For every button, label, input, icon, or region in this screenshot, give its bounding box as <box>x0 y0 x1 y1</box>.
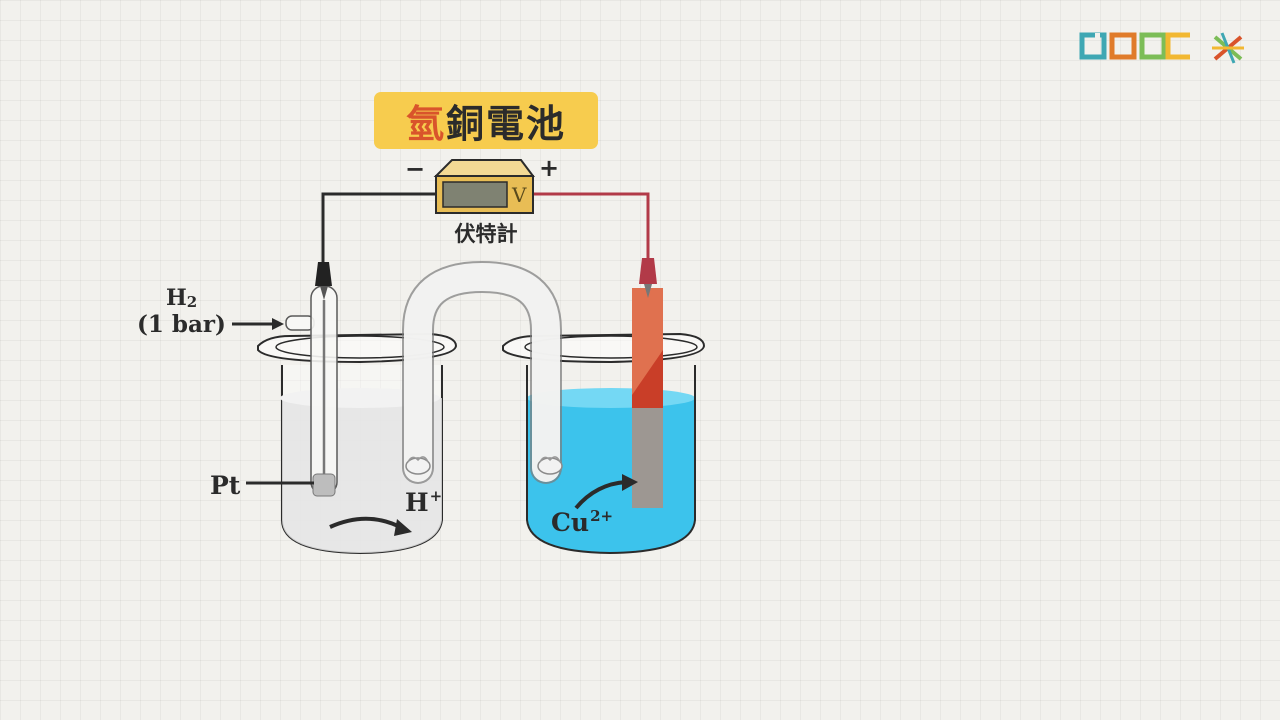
voltmeter-unit-symbol: V <box>512 183 527 207</box>
title-rest: 銅電池 <box>446 102 567 146</box>
pt-electrode-label: Pt <box>210 471 241 500</box>
h-ion-label: H+ <box>405 487 442 517</box>
positive-wire <box>533 192 650 258</box>
cell-title: 氫銅電池 <box>374 92 598 149</box>
positive-clip <box>639 258 657 298</box>
cu-ion-arrow <box>574 474 638 510</box>
cooc-logo <box>1079 32 1190 60</box>
negative-clip <box>315 262 332 300</box>
cu-ion-label: Cu2+ <box>551 507 613 537</box>
copper-electrode <box>632 288 663 508</box>
h-ion-charge: + <box>429 487 443 505</box>
voltmeter-label: 伏特計 <box>454 222 518 246</box>
h2-pressure-label: (1 bar) <box>137 311 226 338</box>
title-accent-char: 氫 <box>405 102 446 146</box>
h2-symbol: H <box>166 285 187 311</box>
voltmeter <box>433 159 535 214</box>
h2-inlet-arrow <box>232 318 284 330</box>
h-ion-arrow <box>329 516 412 536</box>
negative-wire <box>321 192 436 262</box>
pinwheel-icon <box>1212 32 1244 64</box>
cu-ion-charge: 2+ <box>590 507 614 525</box>
h2-gas-label: H2 <box>166 285 197 311</box>
hydrogen-electrode <box>285 285 338 497</box>
positive-terminal-sign: + <box>539 154 560 182</box>
h-ion-symbol: H <box>405 488 429 517</box>
cu-ion-symbol: Cu <box>551 508 590 537</box>
salt-bridge <box>402 260 563 484</box>
negative-terminal-sign: − <box>405 155 426 183</box>
h2-subscript: 2 <box>186 293 198 311</box>
voltmeter-display <box>442 181 508 208</box>
